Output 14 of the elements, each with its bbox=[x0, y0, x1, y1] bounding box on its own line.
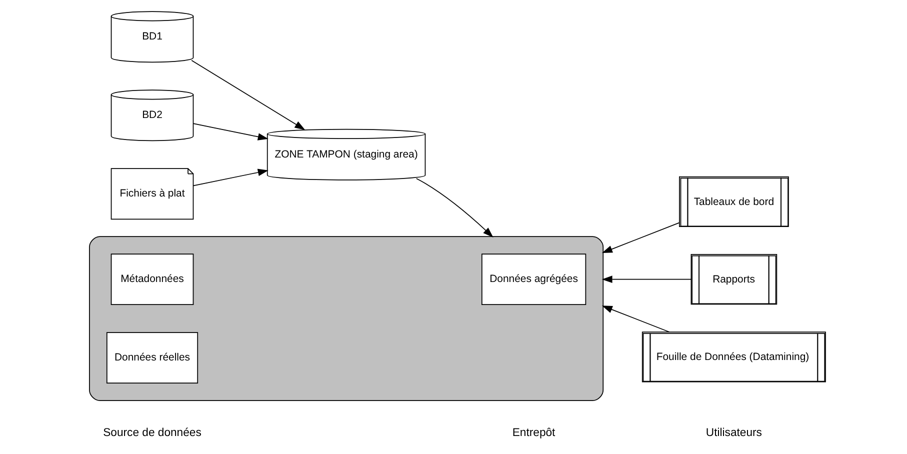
node-box: Données réelles bbox=[106, 332, 198, 384]
node-box: Métadonnées bbox=[110, 254, 194, 306]
cluster bbox=[88, 236, 604, 401]
arrow bbox=[601, 222, 680, 254]
label: Source de données bbox=[102, 426, 201, 439]
arrow bbox=[192, 168, 268, 186]
arrow bbox=[192, 123, 268, 140]
node-box: Données agrégées bbox=[480, 254, 586, 306]
arrow bbox=[601, 276, 692, 283]
label: Utilisateurs bbox=[705, 426, 762, 439]
arrow bbox=[601, 306, 670, 332]
arrow bbox=[190, 60, 305, 130]
arrow bbox=[415, 178, 493, 238]
label: Entrepôt bbox=[512, 426, 555, 439]
